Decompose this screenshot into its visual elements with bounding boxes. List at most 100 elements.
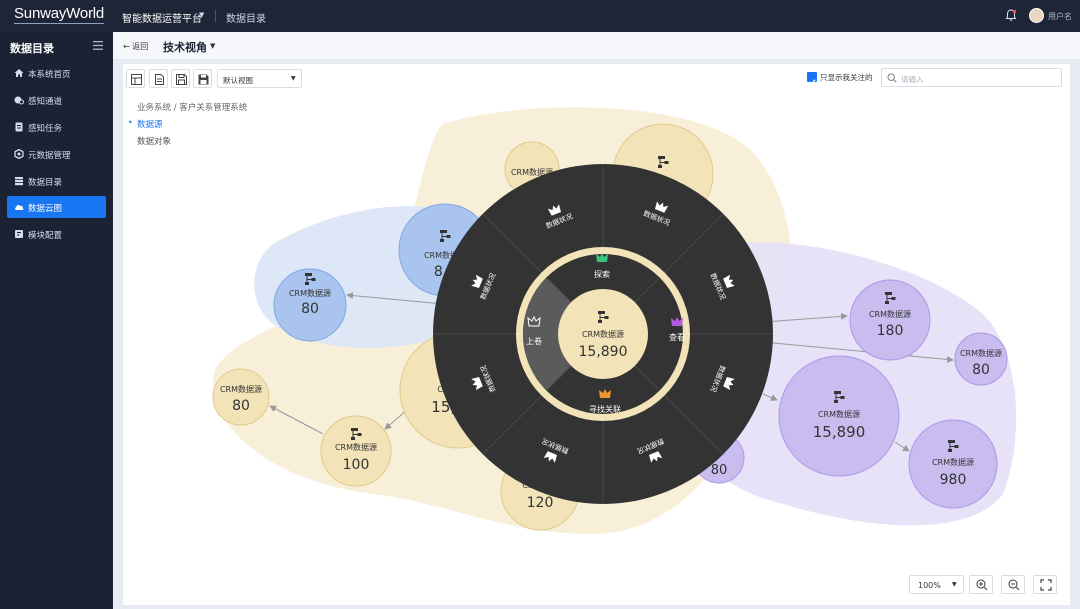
- current-level-marker: •: [128, 118, 133, 127]
- crown-icon: [527, 315, 541, 327]
- chevron-down-icon[interactable]: ▼: [199, 11, 205, 19]
- crown-icon: [471, 376, 483, 391]
- path-next-level[interactable]: 数据对象: [137, 137, 172, 147]
- node-label: CRM数据源: [818, 409, 860, 419]
- graph-edge: [762, 393, 778, 401]
- path-breadcrumb[interactable]: 业务系统 / 客户关系管理系统: [137, 103, 248, 113]
- radial-action-label: 上卷: [526, 336, 542, 346]
- zoom-out-icon: [1008, 579, 1020, 591]
- cloud-icon: [15, 205, 24, 210]
- graph-node[interactable]: CRM数据源 180: [849, 279, 931, 361]
- sidebar: 数据目录 本系统首页 感知通道 感知任务 元数据管理 数据目录 数据云图 模块配…: [0, 32, 113, 609]
- radial-context-menu[interactable]: CRM数据源 15,890 探索 查看 寻找关联 上卷 数据: [433, 164, 773, 504]
- node-value: 15,890: [813, 423, 866, 441]
- radial-inner-dividers: [546, 277, 660, 391]
- radial-center[interactable]: [558, 289, 648, 379]
- view-select[interactable]: 默认视图 ▼: [217, 69, 302, 88]
- avatar[interactable]: [1029, 8, 1044, 23]
- sidebar-title: 数据目录: [10, 42, 54, 55]
- follow-only-label[interactable]: 只显示我关注的: [820, 73, 873, 82]
- radial-center-value: 15,890: [579, 344, 628, 360]
- top-bar: SunwayWorld 智能数据运营平台 ▼ 数据目录 用户名: [0, 0, 1080, 32]
- follow-only-checkbox[interactable]: [807, 72, 817, 86]
- channel-icon: [14, 96, 24, 105]
- crown-icon: [543, 451, 557, 463]
- graph-node[interactable]: CRM数据源 980: [908, 419, 998, 509]
- view-switcher[interactable]: 技术视角: [163, 41, 207, 54]
- graph-node[interactable]: CRM数据源 15,890: [778, 355, 900, 477]
- view-select-value: 默认视图: [223, 76, 253, 85]
- graph-node[interactable]: CRM数据源 80: [212, 368, 270, 426]
- menu-icon[interactable]: [93, 41, 103, 50]
- layout-icon: [131, 74, 142, 85]
- search-input[interactable]: 请输入: [881, 68, 1062, 87]
- crown-icon: [471, 274, 483, 288]
- app-logo[interactable]: SunwayWorld: [14, 5, 105, 24]
- catalog-icon: [15, 177, 23, 186]
- search-icon: [887, 73, 897, 83]
- radial-action-explore[interactable]: 探索: [594, 253, 610, 279]
- search-placeholder: 请输入: [901, 75, 924, 84]
- crown-icon: [654, 201, 669, 213]
- export-button[interactable]: [149, 69, 168, 88]
- sidebar-item-label: 感知任务: [28, 124, 63, 134]
- crown-icon: [723, 274, 735, 288]
- node-label: CRM数据源: [869, 309, 911, 319]
- graph-node[interactable]: CRM数据源 80: [273, 268, 347, 342]
- sidebar-item-metadata[interactable]: 元数据管理: [7, 143, 106, 165]
- crown-icon: [649, 451, 663, 463]
- crown-icon: [723, 376, 735, 391]
- username[interactable]: 用户名: [1048, 12, 1072, 21]
- node-label: CRM数据源: [511, 167, 553, 177]
- zoom-select[interactable]: 100% ▼: [909, 575, 964, 594]
- zoom-in-button[interactable]: [969, 575, 993, 594]
- check-icon: [808, 79, 816, 86]
- graph-edge: [894, 441, 910, 452]
- back-label: 返回: [132, 42, 149, 51]
- sidebar-item-catalog[interactable]: 数据目录: [7, 170, 106, 192]
- radial-action-label: 查看: [669, 332, 685, 342]
- node-label: CRM数据源: [335, 442, 377, 452]
- graph-node[interactable]: CRM数据源 80: [954, 332, 1008, 386]
- node-value: 120: [527, 495, 554, 511]
- crown-icon: [599, 389, 611, 398]
- save-as-button[interactable]: [193, 69, 212, 88]
- sidebar-item-config[interactable]: 模块配置: [7, 223, 106, 245]
- back-button[interactable]: ← 返回: [123, 42, 149, 51]
- radial-action-find-relations[interactable]: 寻找关联: [589, 389, 621, 414]
- fullscreen-icon: [1040, 579, 1052, 591]
- divider: [215, 10, 216, 22]
- fullscreen-button[interactable]: [1033, 575, 1057, 594]
- bell-icon[interactable]: [1005, 9, 1017, 22]
- path-current-level[interactable]: 数据源: [137, 120, 163, 130]
- save-icon: [176, 74, 187, 85]
- task-icon: [15, 122, 23, 132]
- sidebar-item-label: 本系统首页: [28, 70, 71, 80]
- graph-node[interactable]: CRM数据源 100: [320, 415, 392, 487]
- sidebar-item-task[interactable]: 感知任务: [7, 116, 106, 138]
- layout-button[interactable]: [126, 69, 145, 88]
- sidebar-item-label: 数据目录: [28, 178, 63, 188]
- zoom-out-button[interactable]: [1001, 575, 1025, 594]
- graph-edge: [762, 312, 848, 323]
- platform-switcher[interactable]: 智能数据运营平台: [122, 14, 202, 25]
- sidebar-item-label: 感知通道: [28, 97, 63, 107]
- radial-center-label: CRM数据源: [582, 329, 624, 339]
- radial-action-rollup[interactable]: 上卷: [526, 315, 542, 346]
- sidebar-item-channel[interactable]: 感知通道: [7, 89, 106, 111]
- node-value: 980: [940, 472, 967, 488]
- zoom-in-icon: [976, 579, 988, 591]
- save-as-icon: [198, 74, 209, 85]
- radial-action-label: 探索: [594, 269, 610, 279]
- home-icon: [14, 69, 24, 77]
- crown-icon: [671, 317, 683, 326]
- sidebar-item-cloud[interactable]: 数据云图: [7, 196, 106, 218]
- radial-action-label: 寻找关联: [589, 404, 621, 414]
- save-button[interactable]: [171, 69, 190, 88]
- node-value: 100: [343, 457, 370, 473]
- document-icon: [155, 74, 164, 85]
- node-value: 80: [711, 463, 728, 478]
- chevron-down-icon[interactable]: ▼: [210, 42, 216, 50]
- sidebar-item-home[interactable]: 本系统首页: [7, 62, 106, 84]
- radial-action-view[interactable]: 查看: [669, 317, 685, 342]
